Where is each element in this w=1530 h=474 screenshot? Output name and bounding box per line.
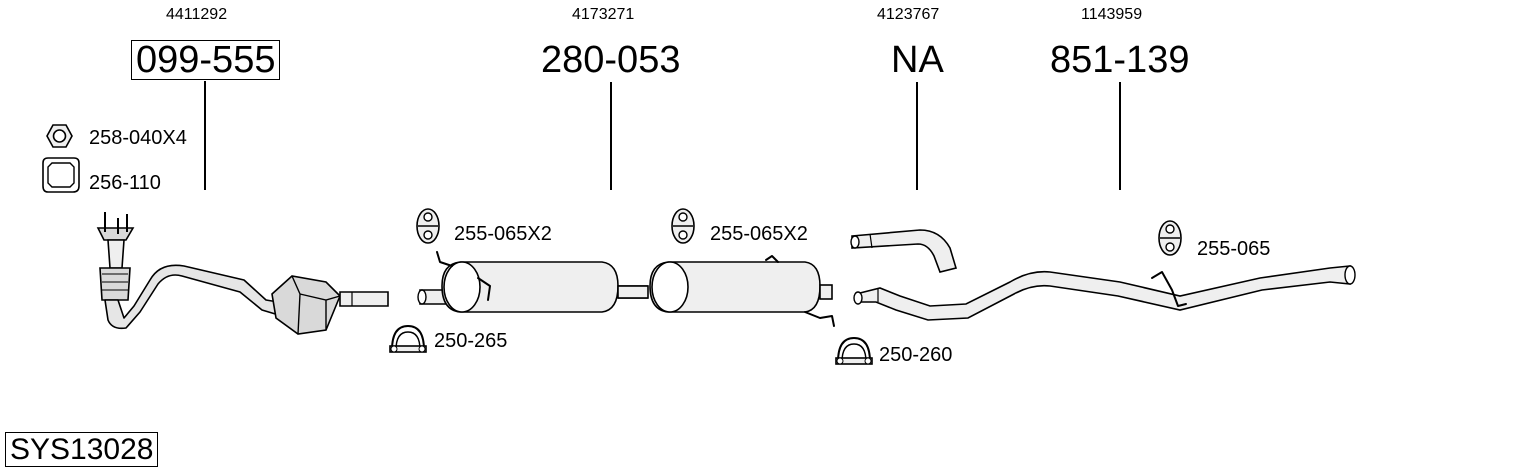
front-pipe-catalyst [96,212,389,335]
accessory-label[interactable]: 255-065X2 [710,223,808,245]
accessory-label[interactable]: 250-260 [879,344,953,366]
part-number[interactable]: 851-139 [1050,39,1190,81]
reference-number: 4123767 [877,6,940,23]
middle-silencer [417,251,835,327]
nut-icon [46,124,73,148]
gasket-icon [42,157,80,193]
accessory-label[interactable]: 255-065X2 [454,223,552,245]
part-number[interactable]: NA [891,39,944,81]
part-number[interactable]: 280-053 [541,39,681,81]
rubber-hanger-icon [416,208,440,244]
part-number-highlighted[interactable]: 099-555 [131,40,281,80]
accessory-label[interactable]: 250-265 [434,330,508,352]
intermediate-pipe [850,229,958,273]
rubber-hanger-icon [1158,220,1182,256]
system-code: SYS13028 [5,432,159,467]
reference-number: 4411292 [166,6,228,23]
accessory-label[interactable]: 255-065 [1197,238,1271,260]
reference-number: 4173271 [572,6,635,23]
clamp-icon [835,336,873,365]
accessory-label[interactable]: 256-110 [89,172,161,194]
rear-pipe [853,265,1356,321]
clamp-icon [389,324,427,353]
rubber-hanger-icon [671,208,695,244]
accessory-label[interactable]: 258-040X4 [89,127,187,149]
reference-number: 1143959 [1081,6,1143,23]
